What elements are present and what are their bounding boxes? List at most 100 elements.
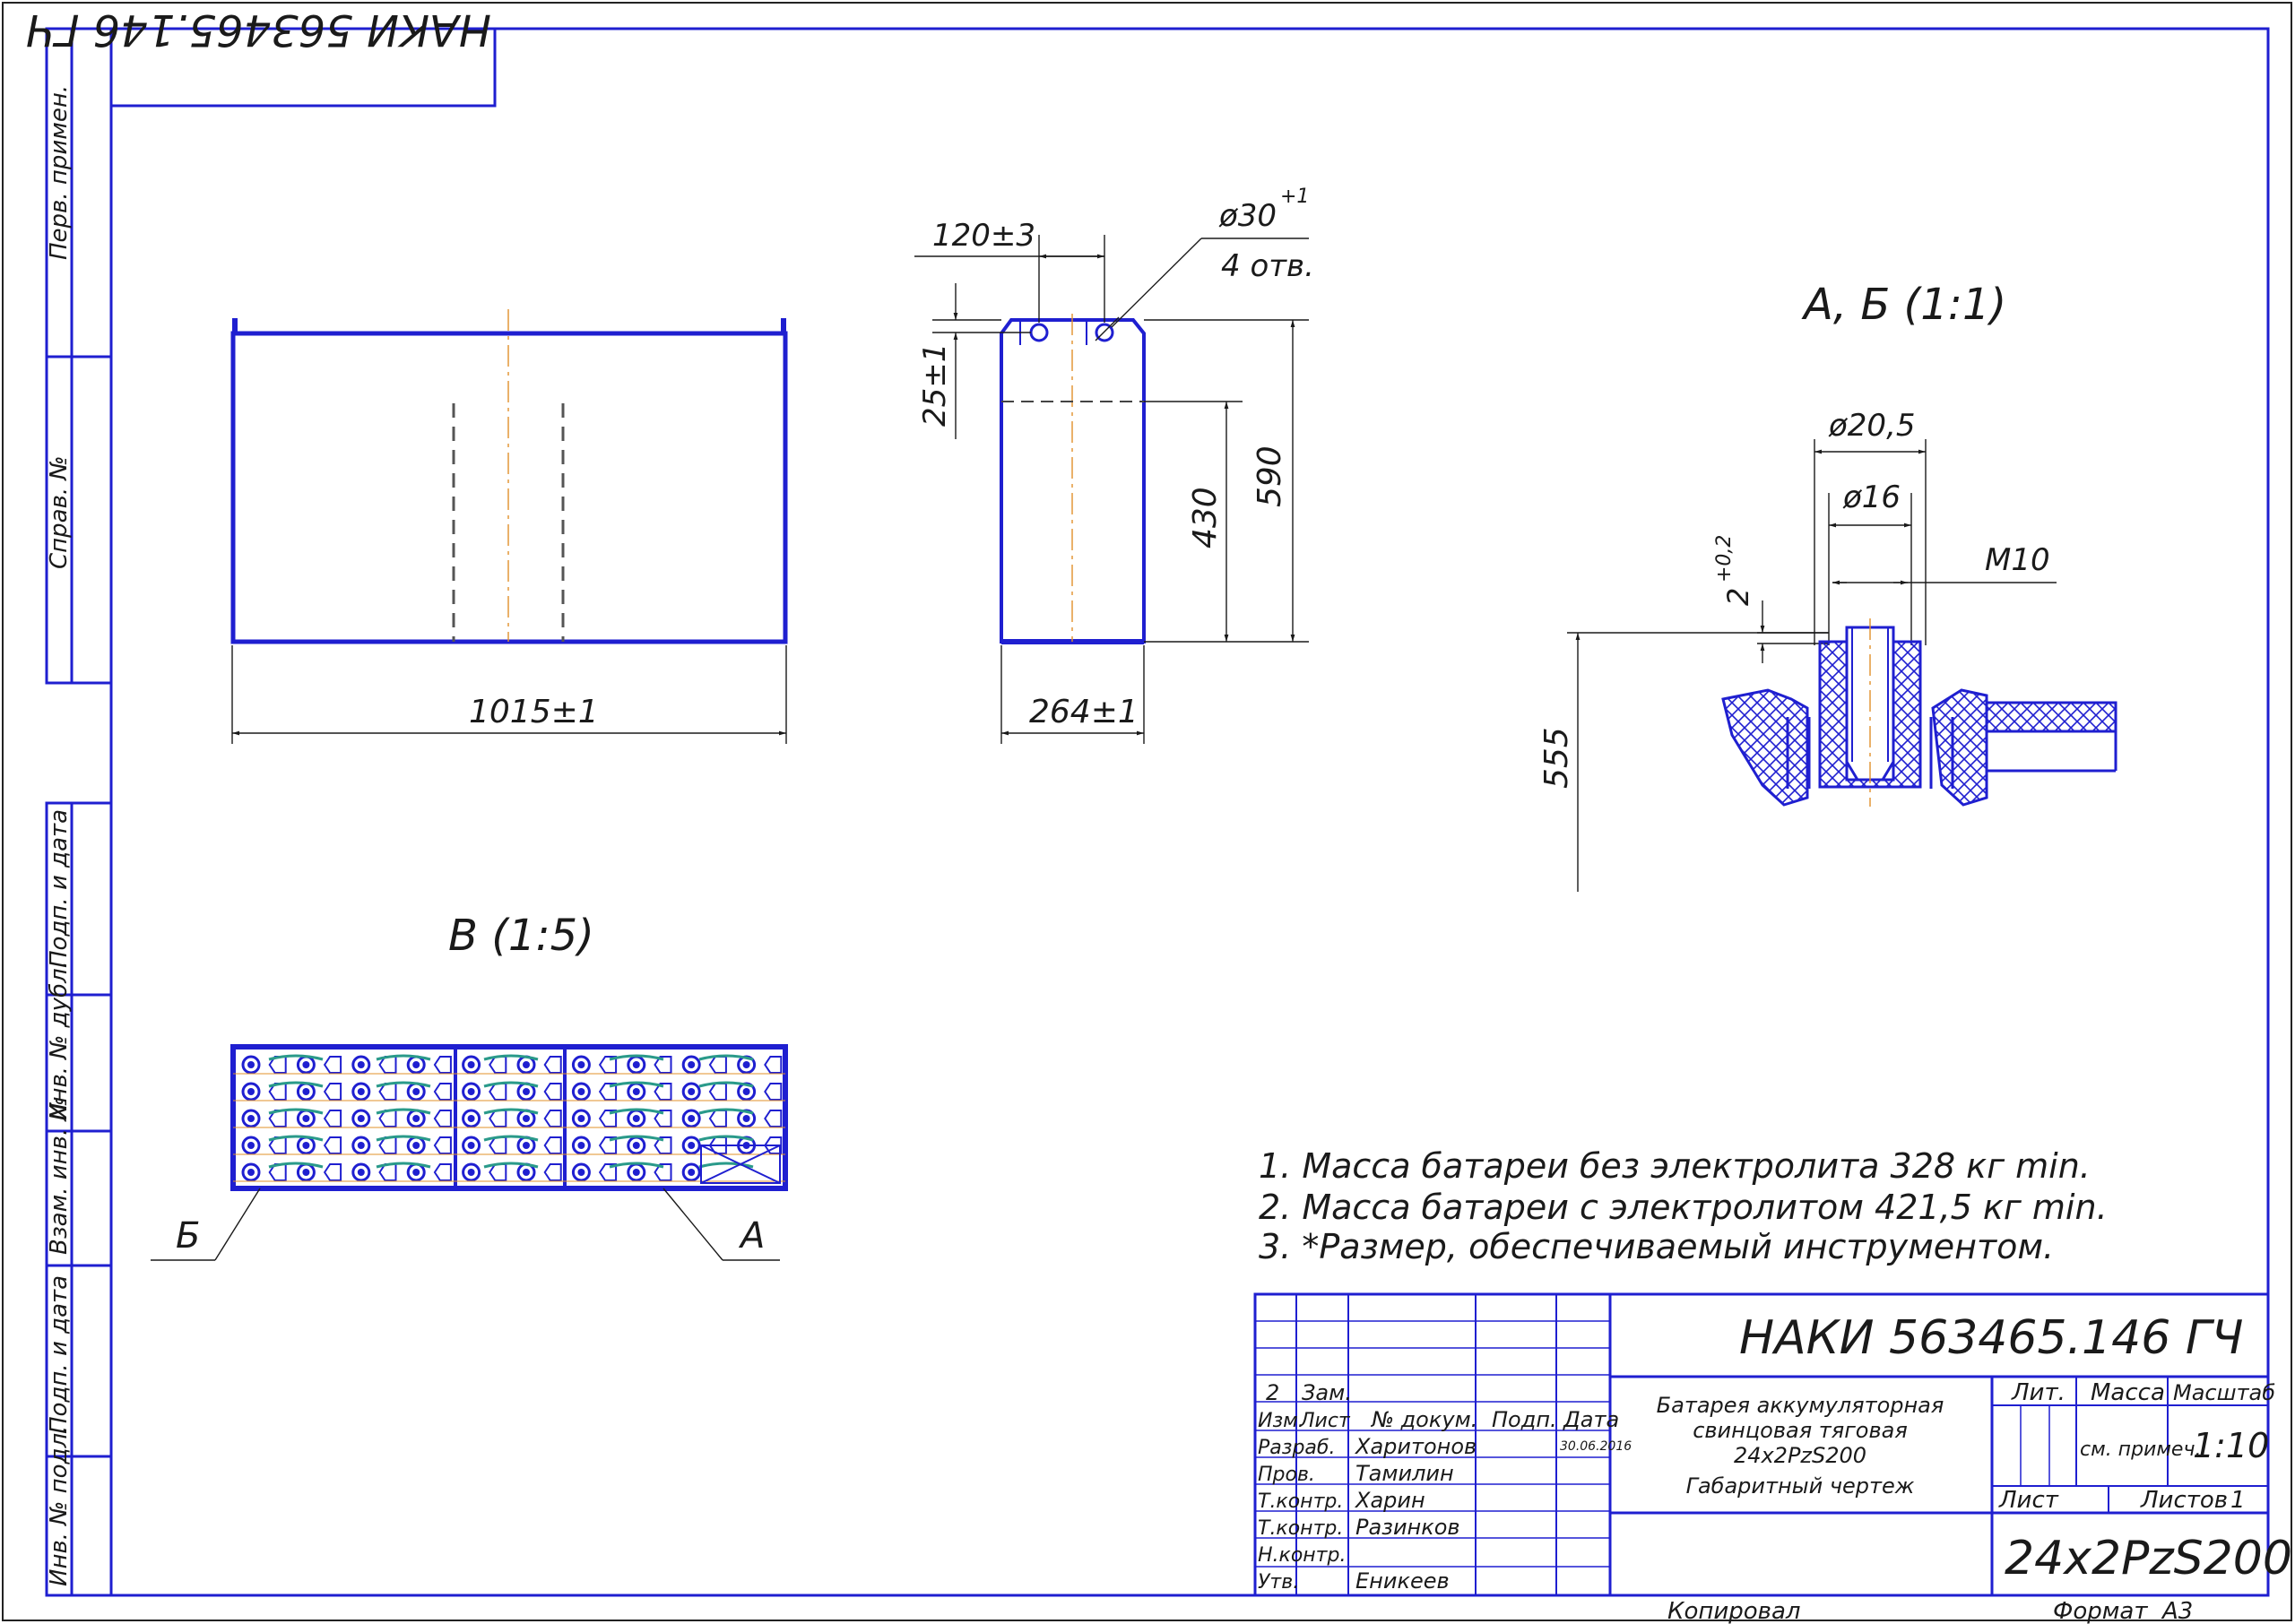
- tb-sheets-label: Листов: [2140, 1487, 2228, 1514]
- cell-terminal-dot: [632, 1169, 640, 1176]
- cell-terminal: [462, 1162, 481, 1182]
- rotated-designation: НАКИ 563465.146 ГЧ: [26, 4, 491, 55]
- note-3: 3. *Размер, обеспечиваемый инструментом.: [1259, 1227, 2054, 1266]
- tb-person: Харитонов: [1354, 1434, 1477, 1459]
- cell-terminal-dot: [467, 1088, 475, 1095]
- cell-terminal: [571, 1162, 591, 1182]
- cell-terminal-dot: [247, 1061, 255, 1068]
- rotated-stamp-box: [109, 27, 497, 108]
- dim-height-430: 430: [1187, 487, 1224, 549]
- cell-terminal-dot: [688, 1169, 696, 1176]
- tb-person: Тамилин: [1355, 1461, 1454, 1486]
- detail-ab-title: А, Б (1:1): [1801, 280, 2006, 330]
- cell-terminal: [462, 1136, 481, 1155]
- cell-terminal-dot: [302, 1142, 310, 1149]
- tb-role: Разраб.: [1258, 1437, 1335, 1459]
- cell-plate: [489, 1136, 507, 1154]
- dim-hole-count: 4 отв.: [1221, 248, 1314, 284]
- cell-terminal-dot: [302, 1061, 310, 1068]
- cell-terminal-dot: [523, 1061, 530, 1068]
- cell-plate: [764, 1136, 783, 1154]
- cell-terminal: [571, 1082, 591, 1101]
- side-label-podp2: Подп. и дата: [46, 1275, 73, 1434]
- tb-sheets-value: 1: [2230, 1487, 2246, 1514]
- side-stamp: [45, 27, 113, 1597]
- cell-terminal-dot: [688, 1142, 696, 1149]
- cell-plate: [543, 1056, 562, 1074]
- side-label-vzam: Взам. инв. №: [46, 1096, 73, 1255]
- view-v-title: В (1:5): [448, 911, 594, 961]
- side-view: [914, 235, 1309, 744]
- cell-terminal: [351, 1109, 371, 1128]
- tb-name-4: Габаритный чертеж: [1686, 1473, 1915, 1499]
- cell-plate: [598, 1110, 618, 1127]
- cell-plate: [708, 1083, 727, 1101]
- cell-terminal-dot: [523, 1169, 530, 1176]
- tb-scale-value: 1:10: [2193, 1426, 2269, 1465]
- cell-plate: [323, 1136, 342, 1154]
- dim-hole-offset: 25±1: [917, 343, 953, 427]
- cell-terminal-dot: [577, 1115, 585, 1122]
- cell-terminal: [681, 1055, 701, 1075]
- cell-connector: [268, 1108, 754, 1115]
- tb-name-1: Батарея аккумуляторная: [1657, 1393, 1944, 1418]
- tb-head-list: Лист: [1299, 1410, 1351, 1432]
- dim-hole-dia: ø30: [1218, 198, 1277, 234]
- cell-plate: [433, 1136, 452, 1154]
- view-v-grid: [151, 1044, 788, 1261]
- tb-mass-value: см. примеч.: [2080, 1438, 2201, 1461]
- dim-hole-dia-tol: +1: [1280, 186, 1309, 208]
- cell-plate: [543, 1136, 562, 1154]
- cell-terminal-dot: [688, 1061, 696, 1068]
- cell-terminal: [571, 1136, 591, 1155]
- cell-terminal: [462, 1055, 481, 1075]
- cell-plate: [598, 1083, 618, 1101]
- dim-detail-d20: ø20,5: [1828, 408, 1916, 444]
- cell-plate: [433, 1056, 452, 1074]
- tb-role: Т.контр.: [1258, 1490, 1343, 1513]
- dim-detail-555: 555: [1538, 727, 1575, 789]
- tb-code: 24x2PzS200: [2005, 1532, 2292, 1585]
- cell-terminal-dot: [357, 1115, 365, 1122]
- cell-plate: [323, 1163, 342, 1181]
- tb-designation: НАКИ 563465.146 ГЧ: [1739, 1311, 2243, 1365]
- tb-head-izm: Изм.: [1258, 1410, 1304, 1432]
- cell-terminal-dot: [412, 1061, 420, 1068]
- cell-plate: [764, 1110, 783, 1127]
- dim-hole-spacing: 120±3: [932, 218, 1035, 254]
- cell-terminal: [681, 1109, 701, 1128]
- cell-terminal-dot: [467, 1169, 475, 1176]
- note-1: 1. Масса батареи без электролита 328 кг …: [1259, 1146, 2091, 1186]
- cell-terminal-dot: [357, 1169, 365, 1176]
- side-label-sprav: Справ. №: [46, 456, 73, 569]
- cell-plate: [708, 1056, 727, 1074]
- cell-terminal-dot: [412, 1142, 420, 1149]
- cell-terminal: [571, 1109, 591, 1128]
- dim-detail-gap-tol: +0,2: [1713, 535, 1736, 583]
- cell-plate: [433, 1083, 452, 1101]
- tb-copied: Копировал: [1667, 1598, 1801, 1624]
- tb-col-scale: Масштаб: [2173, 1380, 2275, 1405]
- tb-format-label: Формат: [2053, 1598, 2148, 1624]
- cell-terminal-dot: [247, 1115, 255, 1122]
- cell-terminal: [241, 1136, 261, 1155]
- cell-plate: [489, 1083, 507, 1101]
- cell-plate: [433, 1163, 452, 1181]
- cell-terminal-dot: [577, 1169, 585, 1176]
- cell-terminal: [241, 1109, 261, 1128]
- cell-terminal-dot: [357, 1088, 365, 1095]
- cell-terminal-dot: [742, 1115, 750, 1122]
- front-view: [230, 309, 788, 744]
- cell-terminal-dot: [467, 1115, 475, 1122]
- dim-width: 264±1: [1029, 694, 1139, 730]
- cell-terminal: [462, 1109, 481, 1128]
- cell-plate: [323, 1110, 342, 1127]
- cell-connector: [268, 1135, 754, 1142]
- tb-change-num: 2: [1266, 1380, 1279, 1405]
- note-2: 2. Масса батареи с электролитом 421,5 кг…: [1259, 1188, 2108, 1227]
- cell-plate: [489, 1163, 507, 1181]
- cell-terminal: [351, 1055, 371, 1075]
- cell-plate: [598, 1056, 618, 1074]
- cell-connector: [268, 1162, 754, 1169]
